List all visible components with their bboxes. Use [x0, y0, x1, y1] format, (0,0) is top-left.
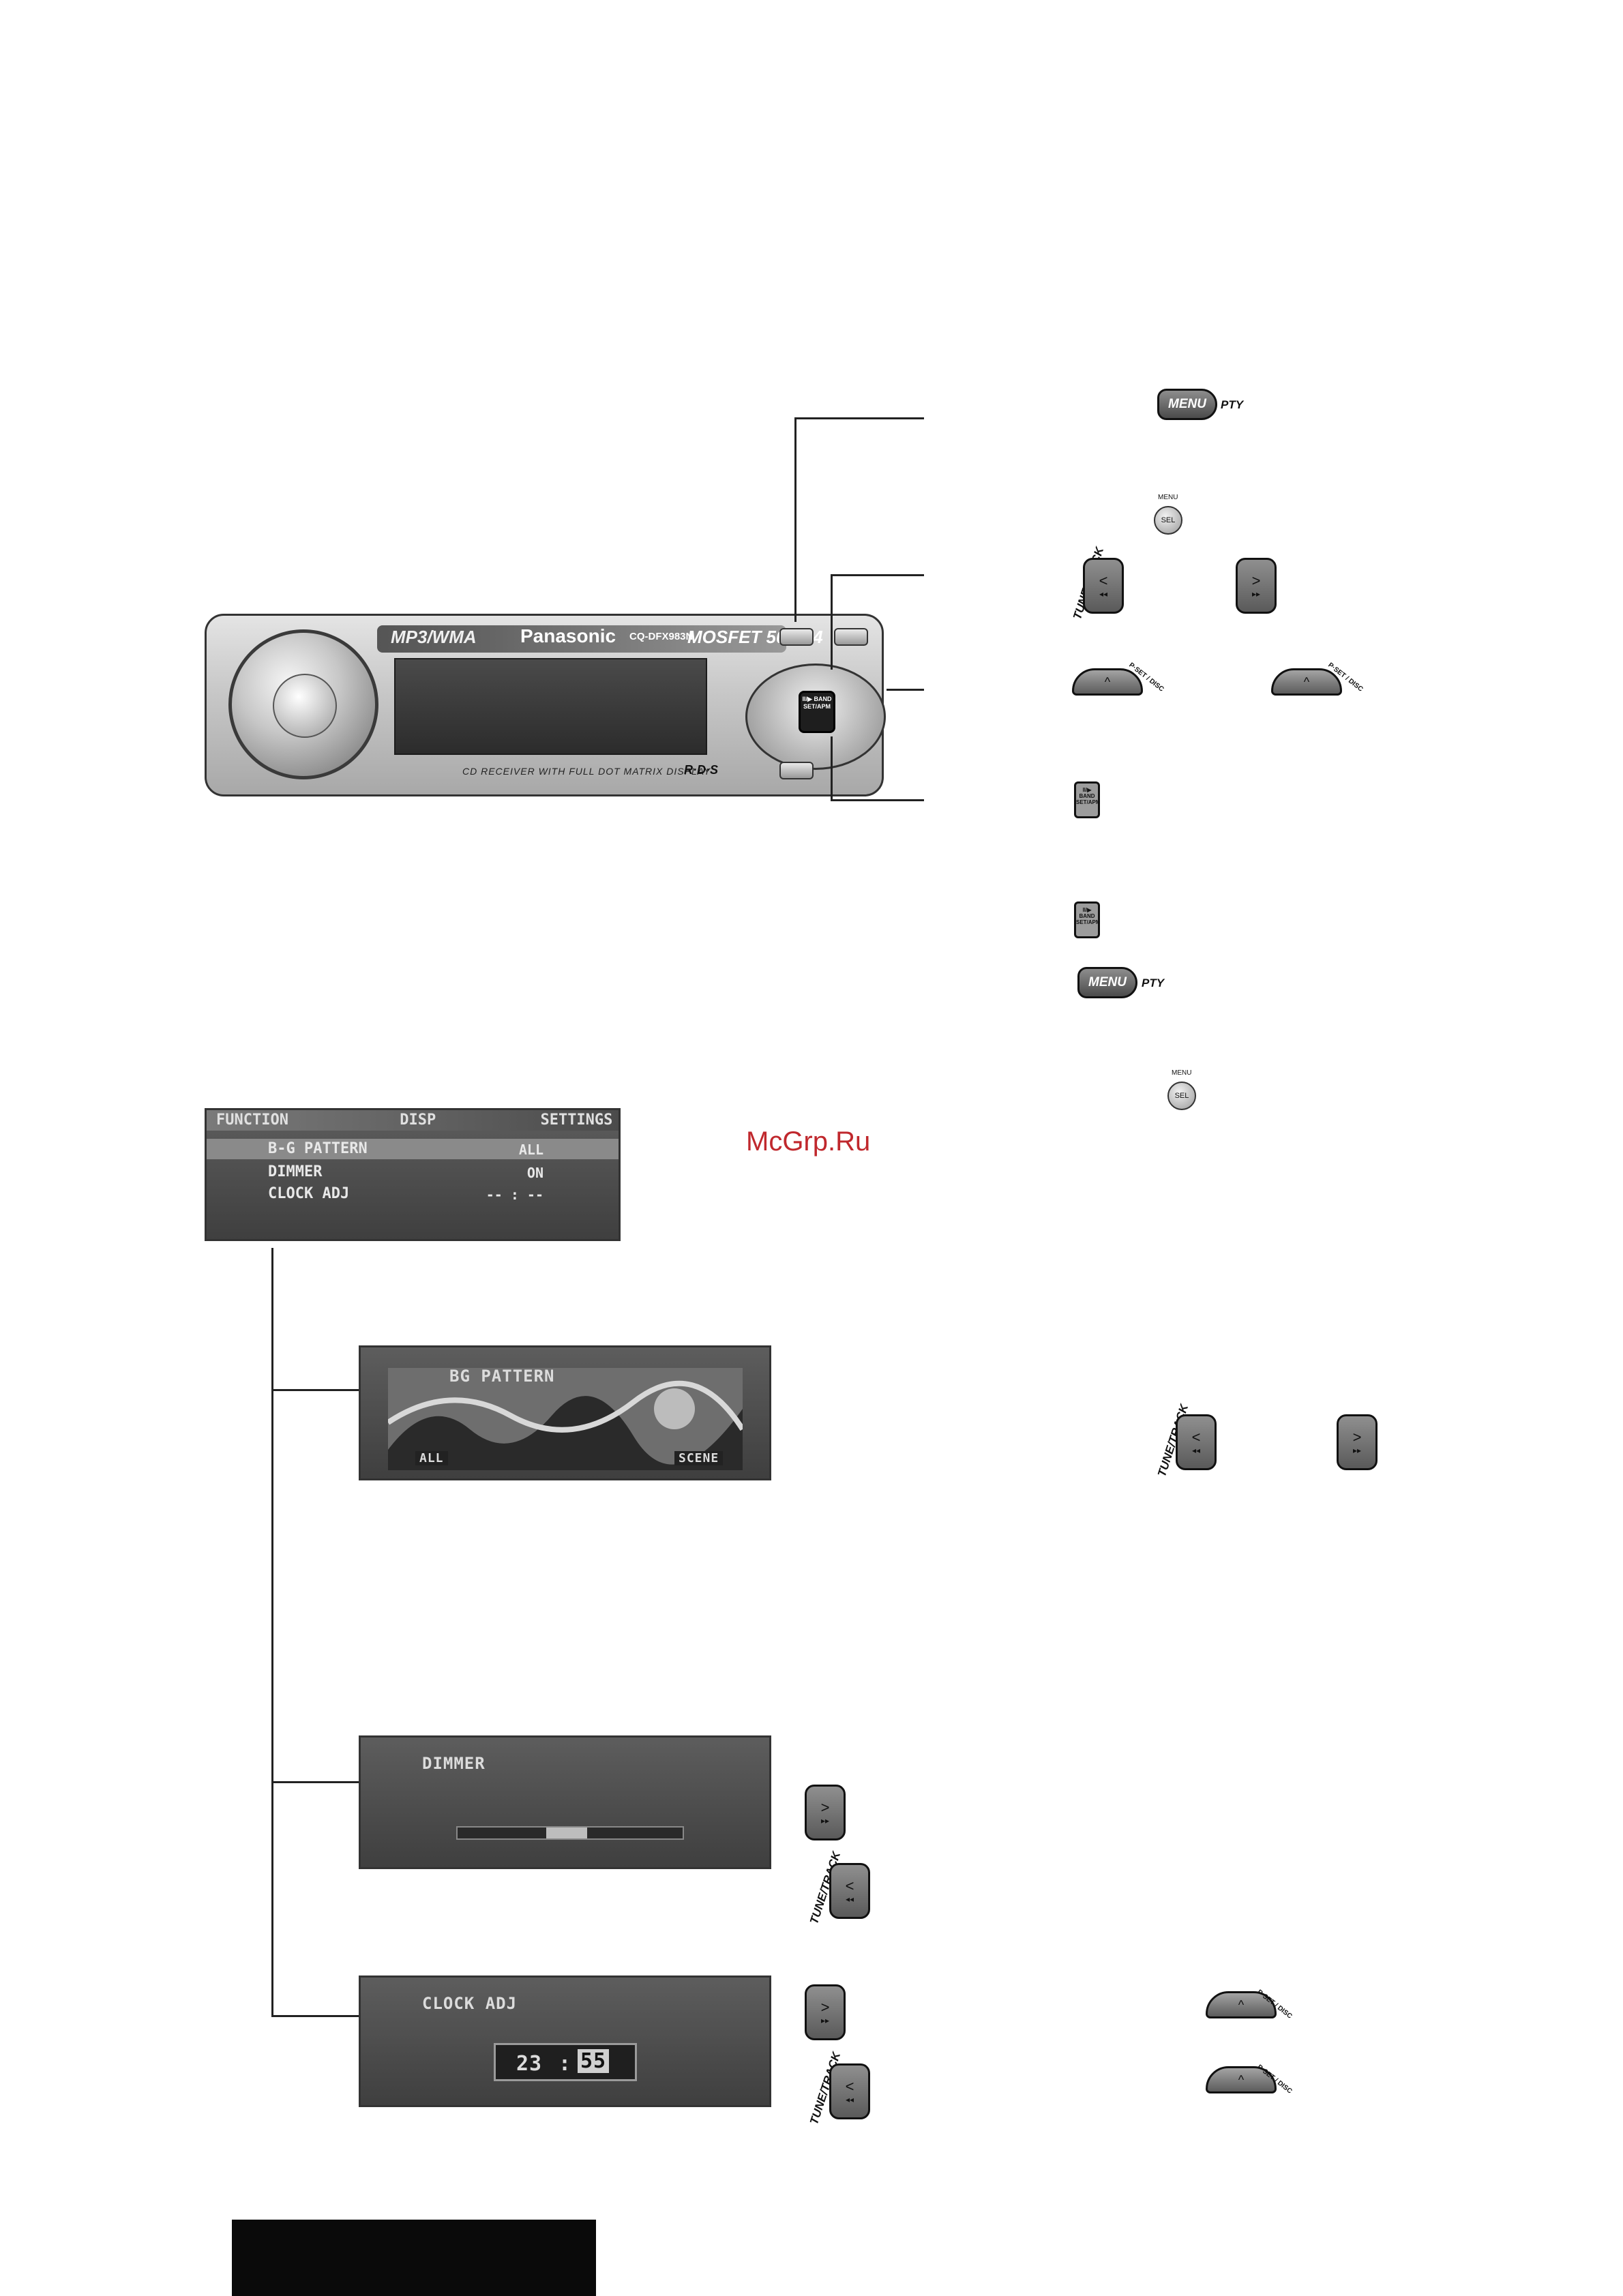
bg-right-badge: SCENE: [674, 1451, 724, 1465]
clock-hour: 23: [516, 2052, 543, 2076]
brand-logo: Panasonic: [520, 625, 616, 646]
track-prev-button[interactable]: < ◂◂: [1083, 558, 1124, 614]
sel-key[interactable]: [779, 762, 814, 779]
model-number: CQ-DFX983N: [629, 631, 694, 642]
track-next-button[interactable]: > ▸▸: [1236, 558, 1277, 614]
arrow-left-icon: <: [1191, 1429, 1201, 1446]
faceplate-top-strip: [377, 625, 786, 653]
callout-line: [831, 736, 833, 799]
arrow-left-icon: <: [845, 2078, 854, 2096]
clock-adj-screen: CLOCK ADJ 23 : 55: [359, 1976, 771, 2107]
pset-disc-up-button[interactable]: ^: [1072, 668, 1143, 696]
page-tab-block: [232, 2220, 596, 2296]
pty-label: PTY: [1142, 976, 1165, 989]
sel-button[interactable]: SEL: [1154, 506, 1182, 535]
rewind-icon: ◂◂: [1099, 588, 1108, 599]
faceplate-caption: CD RECEIVER WITH FULL DOT MATRIX DISPLAY: [462, 766, 711, 777]
menu-button[interactable]: MENU: [1077, 967, 1137, 998]
volume-knob[interactable]: [228, 629, 378, 779]
clock-separator: :: [559, 2052, 572, 2076]
callout-line: [831, 574, 924, 576]
dimmer-screen: DIMMER: [359, 1735, 771, 1869]
sel-caption: MENU: [1158, 494, 1178, 501]
rewind-icon: ◂◂: [845, 2094, 854, 2104]
header-settings: SETTINGS: [540, 1112, 613, 1129]
menu-pty-key[interactable]: [779, 628, 814, 646]
menu-row-value: ON: [526, 1165, 544, 1181]
arrow-left-icon: <: [1099, 572, 1108, 590]
callout-line: [794, 417, 924, 419]
clock-minute: 55: [578, 2049, 610, 2073]
arrow-right-icon: >: [1251, 572, 1261, 590]
rds-logo: R·D·S: [684, 763, 718, 777]
dimmer-level-bar[interactable]: [456, 1826, 684, 1840]
fast-forward-icon: ▸▸: [820, 2015, 830, 2025]
pty-label: PTY: [1221, 398, 1244, 411]
arrow-right-icon: >: [820, 1799, 830, 1817]
track-prev-button[interactable]: < ◂◂: [1176, 1414, 1217, 1470]
dot-matrix-display: [394, 658, 707, 755]
menu-row-value: -- : --: [486, 1187, 544, 1203]
arrow-right-icon: >: [1352, 1429, 1362, 1446]
track-next-button[interactable]: > ▸▸: [805, 1785, 846, 1840]
fast-forward-icon: ▸▸: [820, 1815, 830, 1825]
menu-row-dimmer[interactable]: DIMMER: [268, 1163, 323, 1180]
function-menu-screen: FUNCTION DISP SETTINGS B-G PATTERN ALL D…: [205, 1108, 621, 1241]
sel-caption: MENU: [1172, 1069, 1192, 1077]
menu-row-bg-pattern[interactable]: B-G PATTERN: [268, 1140, 368, 1157]
bg-pattern-screen: BG PATTERN ALL SCENE: [359, 1345, 771, 1480]
tree-connector: [271, 1781, 359, 1783]
callout-line: [831, 799, 924, 801]
fast-forward-icon: ▸▸: [1251, 588, 1261, 599]
menu-row-value: ALL: [518, 1142, 544, 1158]
track-next-button[interactable]: > ▸▸: [805, 1984, 846, 2040]
band-set-apm-key[interactable]: II/▶ BAND SET/APM: [799, 691, 835, 733]
mp3-wma-logo: MP3/WMA: [391, 627, 477, 647]
sel-button[interactable]: SEL: [1167, 1082, 1196, 1110]
clock-value-box[interactable]: 23 : 55: [494, 2043, 637, 2081]
clock-adj-title: CLOCK ADJ: [422, 1994, 518, 2013]
pset-disc-down-button[interactable]: ^: [1206, 2066, 1277, 2093]
header-function: FUNCTION: [216, 1112, 288, 1129]
tree-connector: [271, 1248, 273, 2015]
track-prev-button[interactable]: < ◂◂: [829, 2063, 870, 2119]
arrow-left-icon: <: [845, 1877, 854, 1895]
screen-header-bar: FUNCTION DISP SETTINGS: [207, 1110, 619, 1131]
tree-connector: [271, 2015, 359, 2017]
menu-button[interactable]: MENU: [1157, 389, 1217, 420]
volume-knob-center: [273, 674, 337, 738]
band-button[interactable]: II/▶ BAND SET/APM: [1074, 901, 1101, 938]
watermark-text: McGrp.Ru: [746, 1127, 871, 1157]
pset-disc-down-button[interactable]: ^: [1271, 668, 1342, 696]
fast-forward-icon: ▸▸: [1352, 1445, 1362, 1455]
arrow-right-icon: >: [820, 1999, 830, 2016]
bg-left-badge: ALL: [415, 1451, 448, 1465]
track-next-button[interactable]: > ▸▸: [1337, 1414, 1378, 1470]
tree-connector: [271, 1389, 359, 1391]
navigation-cluster[interactable]: [745, 664, 886, 770]
rewind-icon: ◂◂: [1191, 1445, 1201, 1455]
selected-row-highlight: [207, 1139, 619, 1159]
band-button[interactable]: II/▶ BAND SET/APM: [1074, 781, 1101, 818]
dimmer-title: DIMMER: [422, 1754, 486, 1773]
header-disp: DISP: [400, 1112, 436, 1129]
track-prev-button[interactable]: < ◂◂: [829, 1863, 870, 1919]
callout-line: [831, 574, 833, 670]
bg-pattern-title: BG PATTERN: [449, 1367, 555, 1386]
menu-row-clock-adj[interactable]: CLOCK ADJ: [268, 1185, 350, 1202]
dimmer-level-indicator: [546, 1828, 587, 1838]
car-stereo-faceplate: MP3/WMA Panasonic CQ-DFX983N MOSFET 50W×…: [205, 614, 886, 796]
open-key[interactable]: [834, 628, 868, 646]
callout-line: [887, 689, 924, 691]
callout-line: [794, 417, 796, 622]
rewind-icon: ◂◂: [845, 1894, 854, 1904]
